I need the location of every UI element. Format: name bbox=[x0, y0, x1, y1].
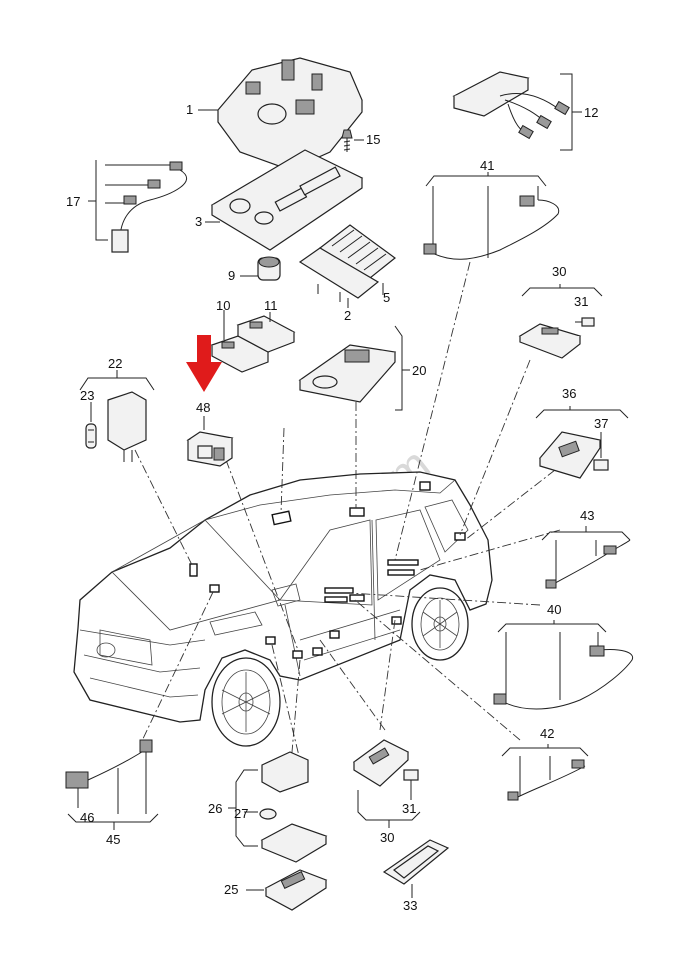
part-knob-9 bbox=[257, 256, 281, 281]
red-arrow-icon bbox=[186, 335, 222, 392]
part-module-12 bbox=[452, 71, 570, 140]
callout-43: 43 bbox=[580, 508, 594, 523]
part-lamp-housing-22 bbox=[107, 391, 147, 462]
part-lamp-25 bbox=[264, 869, 328, 911]
part-lamp-30-upper bbox=[518, 323, 582, 359]
callout-48: 48 bbox=[196, 400, 210, 415]
part-screw-31-upper bbox=[575, 317, 595, 327]
part-overhead-console bbox=[217, 57, 363, 171]
marker-tailgate bbox=[419, 481, 431, 491]
callout-20: 20 bbox=[412, 363, 426, 378]
callout-22: 22 bbox=[108, 356, 122, 371]
vehicle-outline bbox=[73, 471, 493, 747]
callout-15: 15 bbox=[366, 132, 380, 147]
part-harness-43 bbox=[545, 539, 631, 589]
marker-rear-pillar bbox=[454, 532, 466, 541]
callout-27: 27 bbox=[234, 806, 248, 821]
part-screw-37 bbox=[593, 432, 609, 471]
part-lamp-26 bbox=[261, 751, 309, 793]
callout-11: 11 bbox=[264, 298, 278, 313]
callout-36: 36 bbox=[562, 386, 576, 401]
part-harness-45 bbox=[65, 739, 153, 814]
part-bulb-23 bbox=[85, 423, 97, 449]
part-switch-10 bbox=[210, 335, 270, 373]
callout-9: 9 bbox=[228, 268, 235, 283]
part-lamp-base-26 bbox=[260, 823, 328, 863]
callout-5: 5 bbox=[383, 290, 390, 305]
part-switch-11 bbox=[236, 315, 296, 353]
marker-windshield bbox=[189, 563, 198, 577]
callout-40: 40 bbox=[547, 602, 561, 617]
callout-17: 17 bbox=[66, 194, 80, 209]
callout-26: 26 bbox=[208, 801, 222, 816]
callout-3: 3 bbox=[195, 214, 202, 229]
callout-41: 41 bbox=[480, 158, 494, 173]
marker-dash bbox=[209, 584, 220, 593]
callout-10: 10 bbox=[216, 298, 230, 313]
part-screw-31-lower bbox=[403, 769, 419, 800]
marker-door-front-1 bbox=[324, 587, 354, 594]
callout-31-lower: 31 bbox=[402, 801, 416, 816]
part-lamp-30-lower bbox=[352, 739, 410, 787]
part-bulb-27 bbox=[259, 808, 277, 820]
part-harness-40 bbox=[493, 632, 634, 710]
part-harness-17 bbox=[105, 161, 188, 253]
part-trim-panel-3 bbox=[210, 149, 364, 251]
callout-30-upper: 30 bbox=[552, 264, 566, 279]
marker-roof bbox=[271, 510, 292, 526]
part-interior-light-20 bbox=[298, 344, 397, 403]
callout-23: 23 bbox=[80, 388, 94, 403]
callout-33: 33 bbox=[403, 898, 417, 913]
part-switch-48 bbox=[186, 431, 234, 467]
callout-25: 25 bbox=[224, 882, 238, 897]
callout-30-lower: 30 bbox=[380, 830, 394, 845]
callout-46: 46 bbox=[80, 810, 94, 825]
highlight-arrow bbox=[186, 335, 222, 392]
marker-roof-rear bbox=[349, 507, 365, 517]
callout-2: 2 bbox=[344, 308, 351, 323]
marker-door-panel bbox=[349, 594, 365, 602]
part-harness-42 bbox=[507, 756, 586, 801]
marker-door-rear-2 bbox=[387, 569, 415, 576]
callout-42: 42 bbox=[540, 726, 554, 741]
callout-45: 45 bbox=[106, 832, 120, 847]
marker-sill-1 bbox=[265, 636, 276, 645]
part-bezel-33 bbox=[382, 839, 450, 885]
part-harness-41 bbox=[423, 186, 560, 260]
callout-31-upper: 31 bbox=[574, 294, 588, 309]
part-lamp-36 bbox=[538, 431, 601, 479]
part-screw-15 bbox=[341, 129, 353, 152]
callout-12: 12 bbox=[584, 105, 598, 120]
part-cover-2 bbox=[298, 247, 380, 302]
marker-sill-5 bbox=[391, 616, 402, 625]
marker-door-front-2 bbox=[324, 596, 348, 603]
callout-1: 1 bbox=[186, 102, 193, 117]
marker-sill-3 bbox=[312, 647, 323, 656]
marker-sill-4 bbox=[329, 630, 340, 639]
location-markers bbox=[189, 481, 466, 659]
marker-sill-2 bbox=[292, 650, 303, 659]
callout-37: 37 bbox=[594, 416, 608, 431]
marker-door-rear-1 bbox=[387, 559, 419, 566]
leader-lines bbox=[134, 261, 561, 776]
